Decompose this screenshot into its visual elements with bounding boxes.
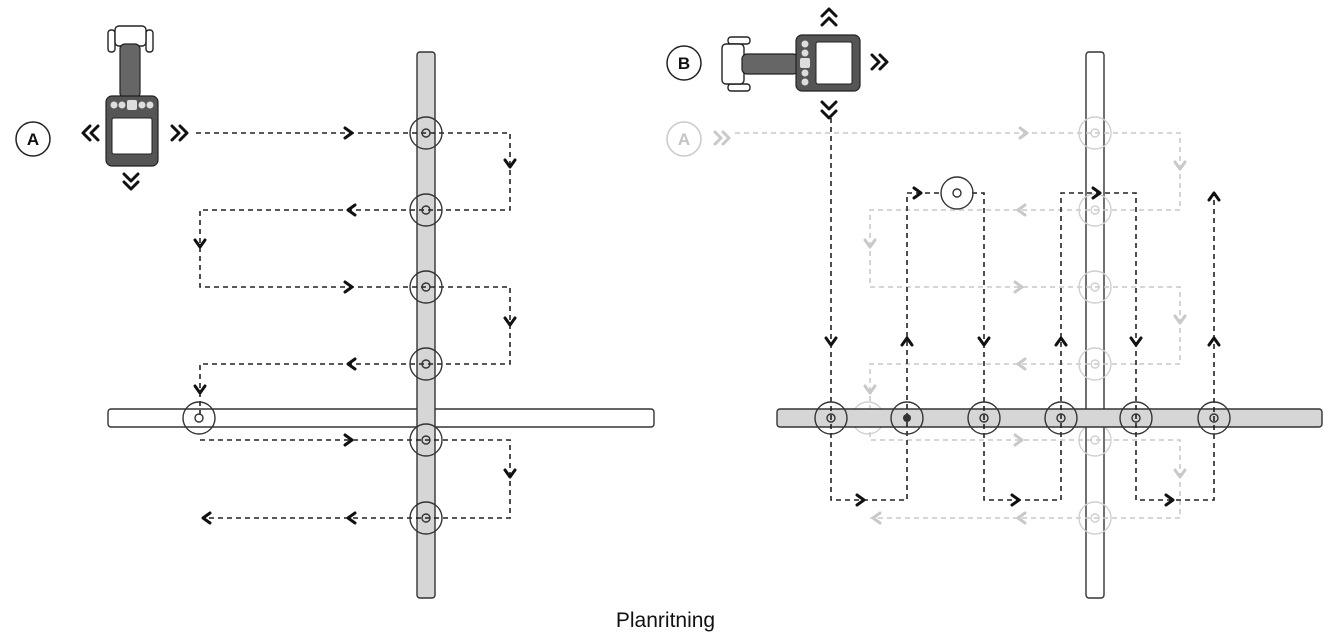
ring-marker-icon bbox=[814, 401, 848, 435]
ring-marker-icon bbox=[1197, 401, 1231, 435]
marker-a-label: A bbox=[27, 130, 39, 149]
left-diagram: A bbox=[15, 25, 655, 599]
direction-arrows-b bbox=[824, 186, 1221, 507]
ring-markers-b bbox=[814, 176, 1231, 435]
ring-marker-icon bbox=[940, 176, 974, 210]
marker-b-label: B bbox=[678, 54, 690, 73]
ring-marker-icon bbox=[409, 423, 443, 457]
ring-marker-icon bbox=[409, 193, 443, 227]
sweep-path bbox=[196, 132, 511, 519]
ring-marker-icon bbox=[1044, 401, 1078, 435]
locator-device-icon bbox=[721, 34, 861, 92]
marker-b: B bbox=[666, 45, 702, 81]
ring-marker-icon bbox=[967, 401, 1001, 435]
ring-marker-icon bbox=[182, 401, 216, 435]
right-diagram: A bbox=[666, 7, 1323, 599]
direction-arrows bbox=[193, 126, 517, 525]
vertical-pipe bbox=[416, 51, 436, 599]
ring-marker-icon bbox=[409, 116, 443, 150]
ring-markers bbox=[182, 116, 443, 535]
ring-marker-icon bbox=[409, 270, 443, 304]
ring-marker-icon bbox=[409, 347, 443, 381]
locator-device-icon bbox=[105, 25, 159, 167]
ring-marker-icon bbox=[409, 501, 443, 535]
faded-sweep-path bbox=[666, 116, 1187, 535]
ring-marker-icon bbox=[1119, 401, 1153, 435]
ring-marker-icon bbox=[890, 401, 924, 435]
marker-a-faded-label: A bbox=[678, 130, 690, 149]
double-chevron-arrow-icon bbox=[820, 7, 889, 120]
sweep-path-b bbox=[830, 118, 1215, 501]
double-chevron-arrow-icon bbox=[81, 124, 189, 191]
horizontal-pipe bbox=[107, 408, 655, 428]
marker-a: A bbox=[15, 121, 51, 157]
caption: Planritning bbox=[615, 609, 716, 632]
horizontal-pipe bbox=[776, 408, 1323, 428]
vertical-pipe bbox=[1085, 51, 1105, 599]
